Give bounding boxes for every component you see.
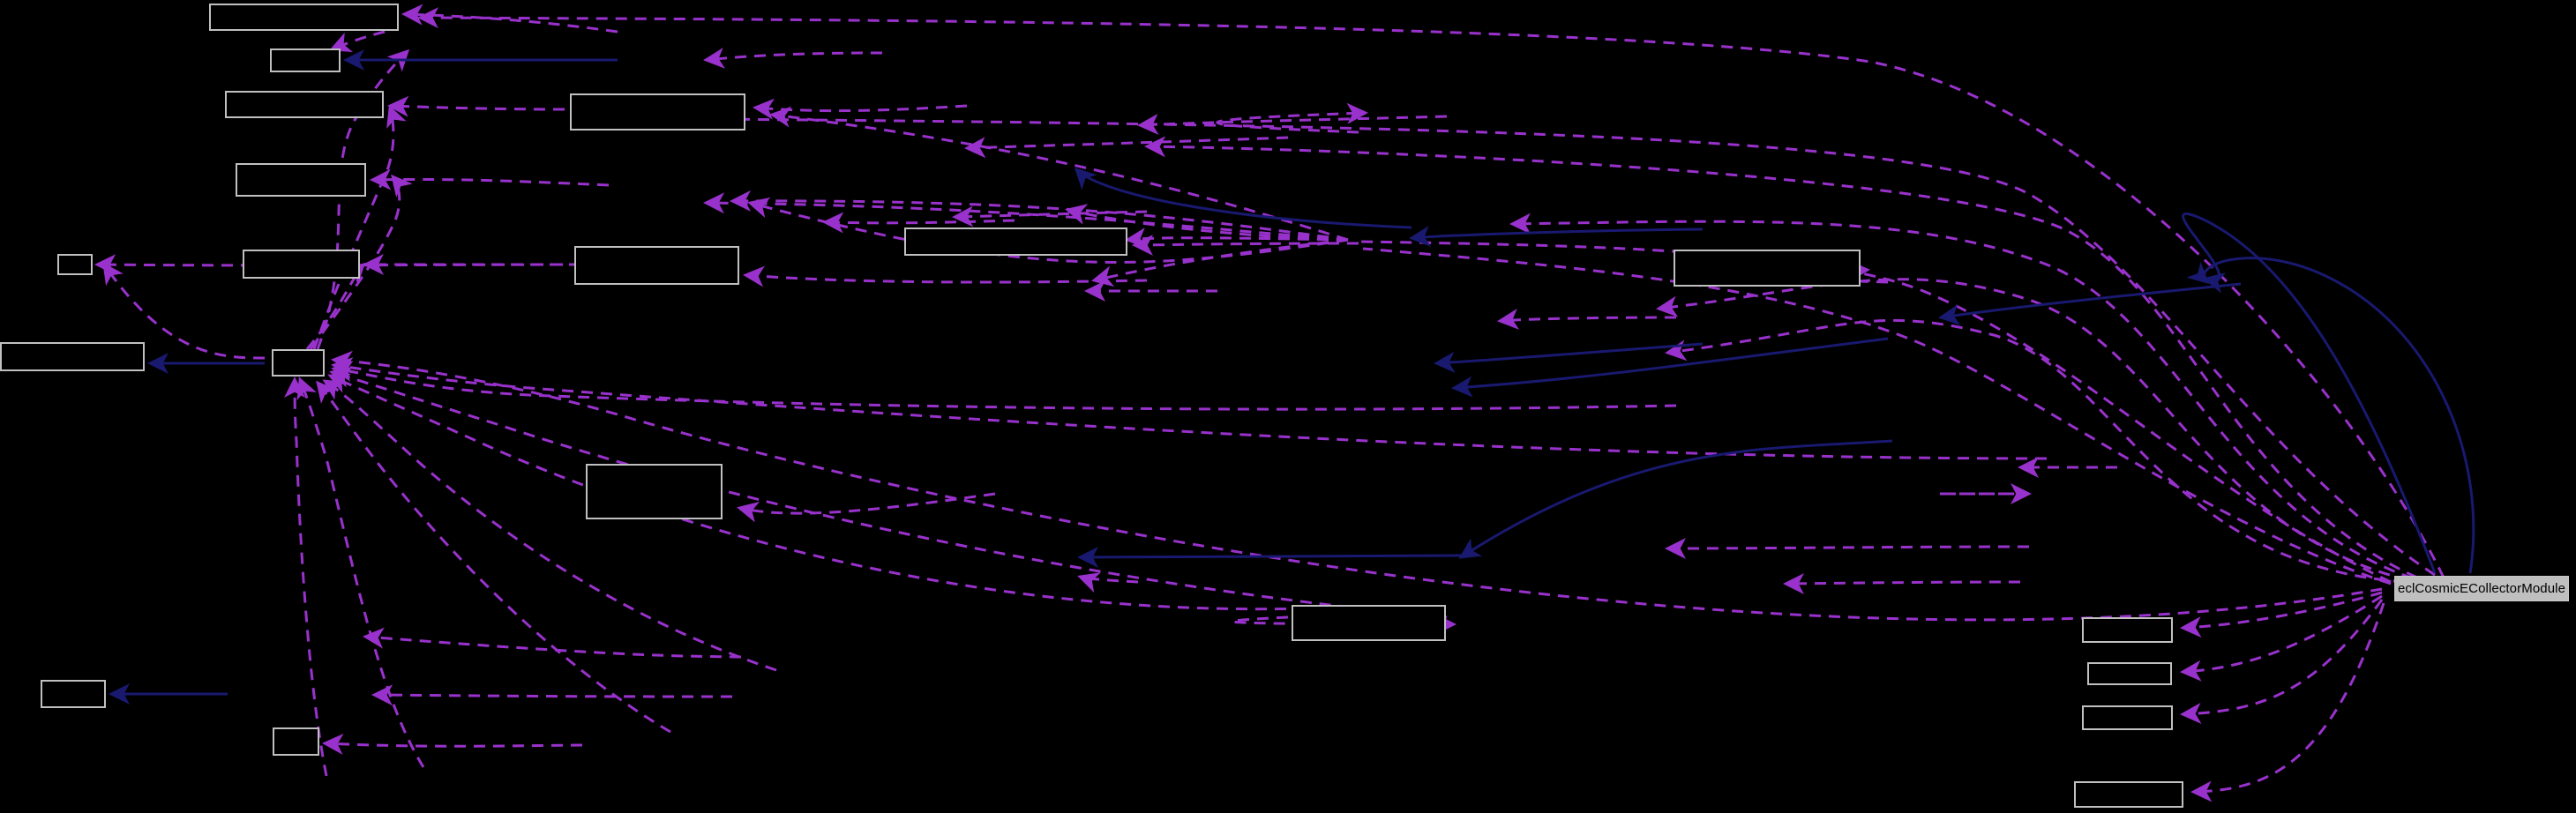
fan-edges-center: [703, 106, 1349, 287]
long-inheritance-edge: [2186, 257, 2475, 574]
graph-node[interactable]: [270, 48, 341, 72]
left-box-in-edges: [94, 4, 2385, 802]
graph-node[interactable]: [570, 93, 745, 131]
graph-node[interactable]: [236, 163, 366, 197]
graph-node-current-label: eclCosmicECollectorModule: [2397, 581, 2566, 596]
graph-node[interactable]: [904, 227, 1127, 256]
graph-node[interactable]: [209, 4, 399, 31]
graph-node[interactable]: [2082, 617, 2173, 643]
graph-node[interactable]: [243, 250, 360, 279]
graph-node-current[interactable]: eclCosmicECollectorModule: [2394, 576, 2569, 601]
usage-edges: [417, 7, 2445, 584]
graph-node[interactable]: [0, 342, 145, 371]
graph-node[interactable]: [41, 680, 106, 708]
graph-node[interactable]: [2082, 705, 2173, 730]
graph-node[interactable]: [574, 246, 739, 285]
left-hub-in-edges: [284, 350, 2383, 777]
fan-edges-right: [1358, 240, 2392, 586]
graph-node[interactable]: [273, 727, 319, 756]
graph-node[interactable]: [2087, 662, 2172, 685]
graph-node[interactable]: [225, 91, 384, 118]
graph-node[interactable]: [272, 349, 325, 377]
graph-node[interactable]: [2074, 781, 2183, 808]
inheritance-edges: [109, 49, 2437, 705]
graph-node[interactable]: [1674, 250, 1861, 287]
misc-edges: [322, 47, 2118, 755]
graph-node[interactable]: [586, 464, 723, 519]
graph-node[interactable]: [1292, 605, 1446, 641]
graph-node[interactable]: [57, 254, 93, 275]
